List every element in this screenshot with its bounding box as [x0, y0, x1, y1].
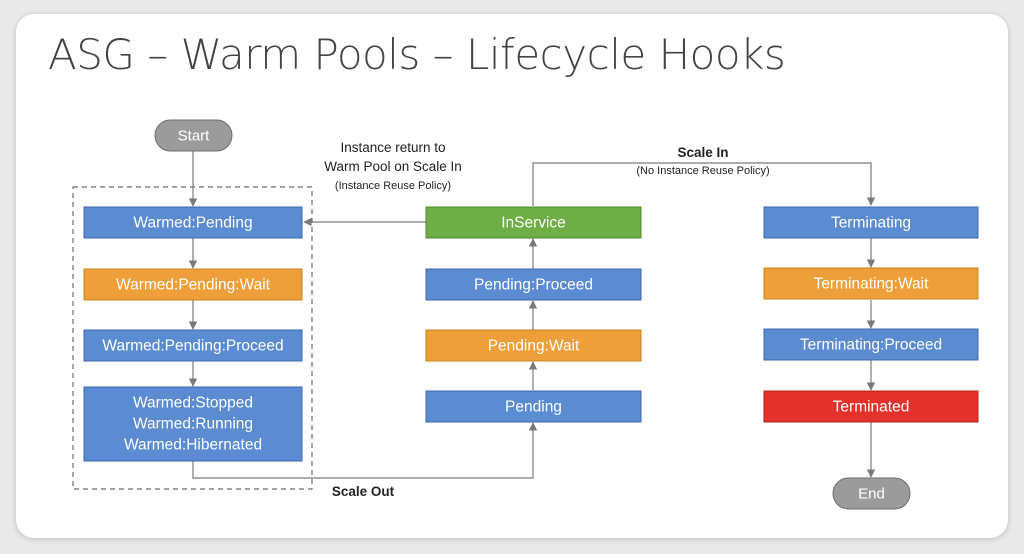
- pending-wait-label: Pending:Wait: [488, 338, 580, 355]
- slide-title: ASG – Warm Pools – Lifecycle Hooks: [48, 30, 786, 79]
- end-label: End: [858, 486, 885, 503]
- start-label: Start: [178, 128, 211, 145]
- warmed-stopped-label: Warmed:Stopped: [133, 395, 253, 412]
- warmed-states-node: Warmed:Stopped Warmed:Running Warmed:Hib…: [83, 386, 303, 462]
- terminating-label: Terminating: [831, 215, 911, 232]
- connectors: [188, 151, 876, 479]
- terminating-node: Terminating: [763, 206, 979, 239]
- terminating-proceed-label: Terminating:Proceed: [800, 337, 942, 354]
- scale-in-sub-label: (No Instance Reuse Policy): [636, 165, 769, 177]
- warmed-hibernated-label: Warmed:Hibernated: [124, 437, 262, 454]
- return-label-line2: Warm Pool on Scale In: [324, 159, 462, 174]
- terminated-node: Terminated: [763, 390, 979, 423]
- warmed-running-label: Warmed:Running: [133, 416, 253, 433]
- arrow-scale-out: [192, 422, 538, 479]
- terminating-proceed-node: Terminating:Proceed: [763, 328, 979, 361]
- warmed-pending-node: Warmed:Pending: [83, 206, 303, 239]
- end-node: End: [832, 477, 911, 510]
- warmed-pending-label: Warmed:Pending: [133, 215, 252, 232]
- inservice-node: InService: [425, 206, 642, 239]
- pending-node: Pending: [425, 390, 642, 423]
- return-label-line3: (Instance Reuse Policy): [335, 180, 451, 192]
- warmed-pending-proceed-node: Warmed:Pending:Proceed: [83, 329, 303, 362]
- warmed-pending-proceed-label: Warmed:Pending:Proceed: [102, 338, 283, 355]
- terminating-wait-node: Terminating:Wait: [763, 267, 979, 300]
- scale-in-label: Scale In: [677, 145, 728, 160]
- start-node: Start: [154, 119, 233, 152]
- terminated-label: Terminated: [833, 399, 910, 416]
- warmed-pending-wait-node: Warmed:Pending:Wait: [83, 268, 303, 301]
- scale-out-label: Scale Out: [332, 484, 395, 499]
- terminating-wait-label: Terminating:Wait: [814, 276, 930, 293]
- pending-proceed-label: Pending:Proceed: [474, 277, 593, 294]
- pending-proceed-node: Pending:Proceed: [425, 268, 642, 301]
- pending-wait-node: Pending:Wait: [425, 329, 642, 362]
- arrow-scale-in: [532, 162, 876, 206]
- pending-label: Pending: [505, 399, 562, 416]
- warmed-pending-wait-label: Warmed:Pending:Wait: [116, 277, 271, 294]
- inservice-label: InService: [501, 215, 566, 232]
- return-label-line1: Instance return to: [340, 140, 445, 155]
